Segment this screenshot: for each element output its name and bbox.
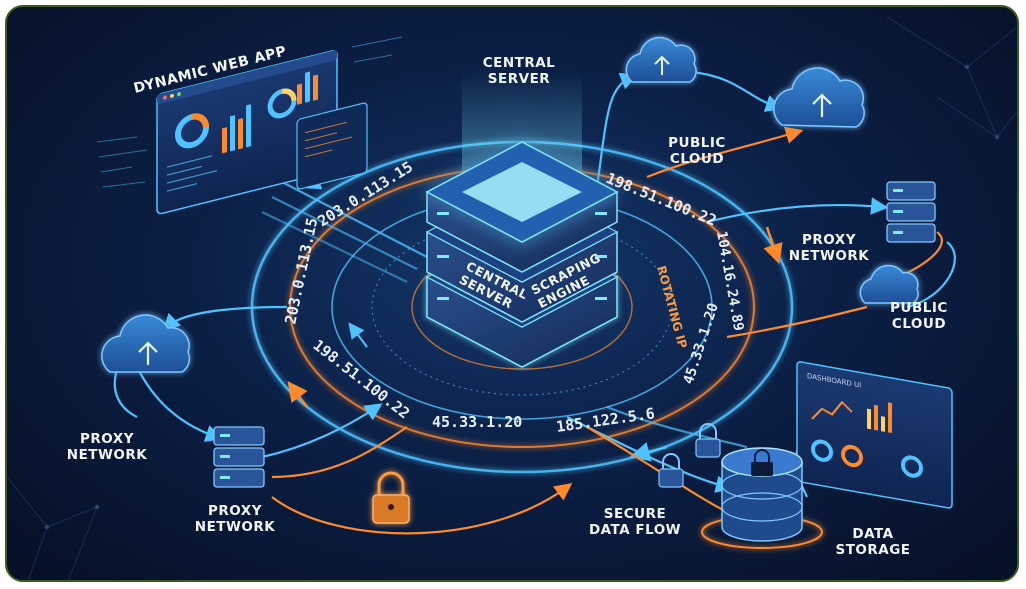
background-mesh (7, 16, 1017, 580)
network-diagram: DYNAMIC WEB APP CENTRALSERVER SCRAPINGEN… (7, 16, 1017, 580)
ip-left: 203.0.113.15 (281, 216, 321, 326)
cloud-right (859, 264, 919, 304)
server-rack-icon (213, 426, 265, 488)
diagram-frame: DYNAMIC WEB APP CENTRALSERVER SCRAPINGEN… (5, 5, 1019, 582)
padlock-bottom-left (372, 471, 410, 524)
padlock-icon (372, 471, 410, 524)
ip-bottom-left: 198.51.100.22 (310, 336, 414, 422)
dashboard-panel-icon (796, 361, 953, 509)
cloud-upload-icon (859, 264, 919, 304)
cloud-upload-icon (101, 314, 191, 373)
database-icon (721, 447, 803, 542)
padlock-upper (695, 423, 721, 458)
dashboard-ui: DASHBOARD UI (796, 361, 953, 509)
padlock-icon (658, 453, 684, 488)
padlock-icon (695, 423, 721, 458)
data-storage (701, 447, 823, 549)
proxy-server-left (213, 426, 265, 488)
ip-top-right: 198.51.100.22 (604, 169, 720, 230)
ip-bottom-right: 185.122.5.6 (555, 404, 656, 436)
ip-bottom-mid: 45.33.1.20 (432, 413, 522, 431)
server-rack-icon (886, 181, 936, 243)
proxy-server-right (886, 181, 936, 243)
bar-chart-icon (222, 104, 251, 154)
cloud-left (101, 314, 191, 373)
cloud-top-left (625, 36, 697, 83)
rotating-ip-label: ROTATING IP (654, 264, 690, 350)
flow-connections (113, 70, 956, 535)
central-server: CENTRALSERVER SCRAPINGENGINE (425, 72, 619, 368)
cloud-top-right (773, 67, 865, 128)
padlock-mid (658, 453, 684, 488)
